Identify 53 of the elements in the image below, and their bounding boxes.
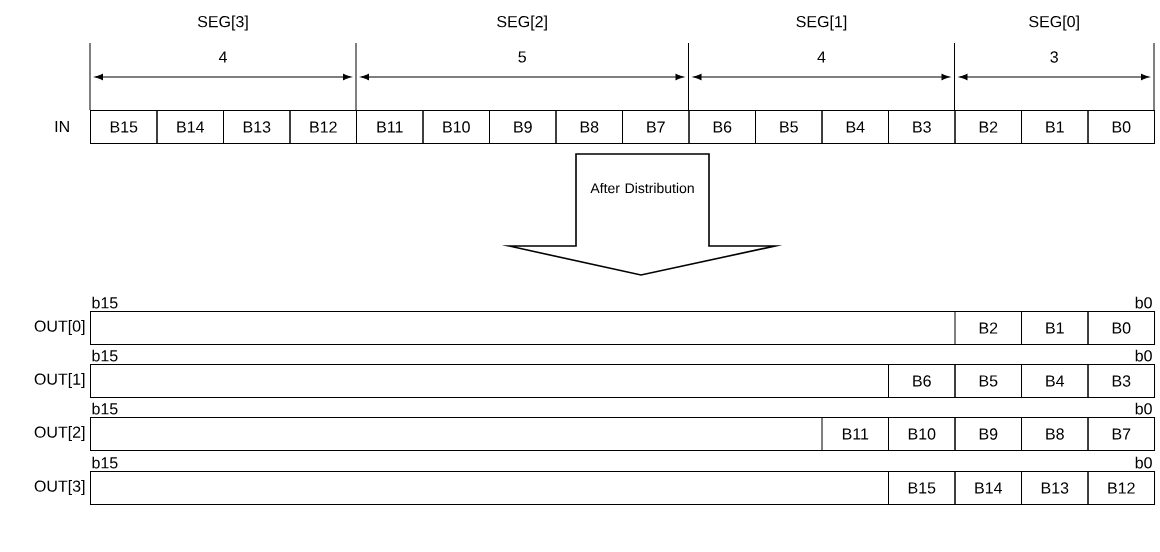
bit-cell: B9 <box>954 417 1022 451</box>
bit-label: b15 <box>92 456 118 469</box>
bit-cell: B2 <box>954 311 1022 345</box>
bit-cell: B0 <box>1087 311 1155 345</box>
bit-label: b0 <box>1135 402 1152 415</box>
dimension-label: 3 <box>1050 51 1058 63</box>
bit-label: b0 <box>1135 349 1152 362</box>
bit-cell: B13 <box>223 110 291 144</box>
row-label: IN <box>55 121 69 132</box>
bit-cell: B8 <box>1021 417 1089 451</box>
bit-cell: B7 <box>622 110 690 144</box>
bit-cell: B11 <box>821 417 889 451</box>
segment-label: SEG[3] <box>197 15 248 31</box>
bit-cell: B15 <box>888 471 956 505</box>
bit-cell: B1 <box>1021 311 1089 345</box>
bit-label: b15 <box>92 296 118 309</box>
row-label: OUT[1] <box>34 373 85 388</box>
bit-cell: B8 <box>555 110 623 144</box>
bit-cell: B0 <box>1087 110 1155 144</box>
bit-cell: B6 <box>888 364 956 398</box>
bit-cell: B7 <box>1087 417 1155 451</box>
bit-cell: B6 <box>688 110 756 144</box>
bit-cell: B3 <box>1087 364 1155 398</box>
segment-label: SEG[2] <box>497 15 547 31</box>
bit-cell: B4 <box>821 110 889 144</box>
segment-label: SEG[0] <box>1029 15 1079 31</box>
bit-cell: B12 <box>289 110 357 144</box>
bit-cell: B9 <box>489 110 557 144</box>
bit-cell: B5 <box>954 364 1022 398</box>
bit-label: b15 <box>92 402 118 415</box>
bit-cell: B5 <box>755 110 823 144</box>
bit-cell: B10 <box>422 110 490 144</box>
bit-cell: B12 <box>1087 471 1155 505</box>
segment-label: SEG[1] <box>796 15 847 31</box>
bit-cell: B14 <box>954 471 1022 505</box>
bit-cell: B14 <box>156 110 224 144</box>
bit-label: b0 <box>1135 456 1152 469</box>
bit-cell: B3 <box>888 110 956 144</box>
dimension-label: 4 <box>817 51 826 63</box>
dimension-label: 4 <box>218 51 227 63</box>
bit-cell: B10 <box>888 417 956 451</box>
bit-cell: B1 <box>1021 110 1089 144</box>
row-label: OUT[2] <box>34 426 85 441</box>
bit-cell: B15 <box>90 110 158 144</box>
bit-cell: B4 <box>1021 364 1089 398</box>
bit-cell: B13 <box>1021 471 1089 505</box>
bit-label: b15 <box>92 349 118 362</box>
bit-label: b0 <box>1135 296 1152 309</box>
row-label: OUT[0] <box>34 320 85 335</box>
bit-cell: B11 <box>356 110 424 144</box>
dimension-label: 5 <box>518 51 526 63</box>
row-label: OUT[3] <box>34 480 85 495</box>
bit-cell: B2 <box>954 110 1022 144</box>
